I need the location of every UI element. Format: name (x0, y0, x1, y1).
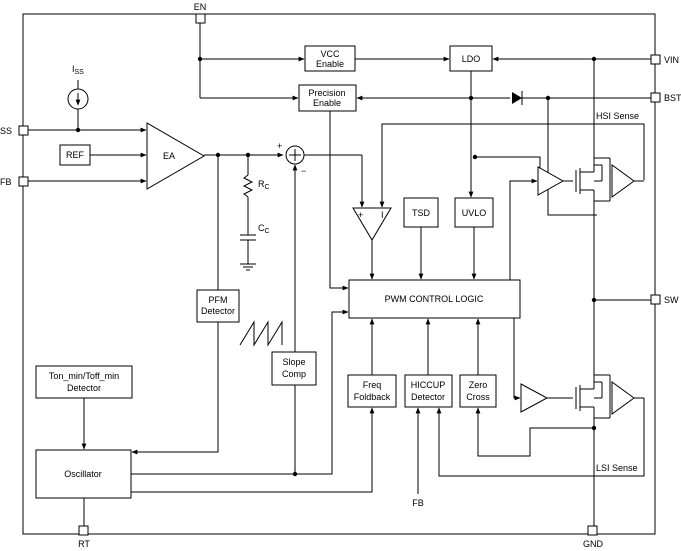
sum-plus-label: + (277, 141, 282, 151)
hiccup-detector-line1: HICCUP (411, 380, 446, 390)
ref-label: REF (66, 150, 85, 160)
sum-minus-label: − (301, 166, 306, 176)
ls-mosfet (575, 374, 611, 526)
fb-bottom-label: FB (412, 498, 424, 508)
hiccup-detector-block: HICCUP Detector (404, 374, 453, 408)
rc-label: RC (258, 179, 270, 191)
ea-amplifier: EA (146, 122, 205, 190)
zero-cross-sense-wire (475, 407, 594, 457)
pin-gnd-label: GND (583, 539, 604, 549)
pin-rt-label: RT (78, 539, 90, 549)
summing-junction: + − (277, 141, 306, 176)
pin-rt: RT (78, 525, 90, 549)
ton-toff-line2: Detector (67, 383, 101, 393)
precision-to-pwm-wire (329, 111, 349, 291)
pfm-detector-line2: Detector (201, 306, 235, 316)
uvlo-label: UVLO (462, 208, 487, 218)
sawtooth-waveform (239, 320, 283, 347)
tsd-block: TSD (403, 197, 439, 228)
iss-current-source: ISS (67, 64, 89, 130)
hiccup-detector-line2: Detector (411, 392, 445, 402)
slope-comp-line2: Comp (282, 369, 306, 379)
slope-comp-block: Slope Comp (271, 351, 317, 386)
zero-cross-line1: Zero (469, 380, 488, 390)
zero-cross-line2: Cross (466, 392, 490, 402)
ton-toff-detector-block: Ton_min/Toff_min Detector (35, 365, 133, 399)
pin-fb: FB (0, 176, 29, 187)
comp-plus-label: + (358, 210, 363, 220)
pin-ss-label: SS (0, 126, 12, 136)
osc-to-freq-wire (131, 407, 375, 493)
bootstrap-diode (512, 91, 523, 105)
pwm-control-logic-label: PWM CONTROL LOGIC (385, 294, 484, 304)
freq-foldback-block: Freq Foldback (347, 374, 397, 408)
freq-foldback-line1: Freq (363, 380, 382, 390)
rc-network: RC CC (240, 155, 270, 271)
ls-sense-amp (611, 381, 635, 415)
pfm-to-osc-wire (131, 322, 219, 455)
cc-label: CC (258, 223, 270, 235)
precision-enable-line2: Enable (313, 98, 341, 108)
oscillator-label: Oscillator (64, 469, 102, 479)
ls-driver (520, 383, 549, 413)
lsi-sense-wire (436, 398, 645, 477)
pin-en-label: EN (194, 2, 207, 12)
pin-en: EN (194, 2, 207, 24)
pin-sw-label: SW (664, 295, 679, 305)
pin-ss: SS (0, 125, 29, 136)
freq-foldback-line2: Foldback (354, 392, 391, 402)
hsi-sense-wire (379, 123, 645, 208)
pin-vin: VIN (650, 54, 679, 65)
tsd-label: TSD (412, 208, 431, 218)
lsi-sense-label: LSI Sense (596, 463, 638, 473)
ton-toff-line1: Ton_min/Toff_min (49, 371, 119, 381)
hs-mosfet (575, 157, 611, 300)
pwm-comparator: + I (352, 207, 392, 241)
ref-block: REF (59, 144, 91, 166)
precision-enable-line1: Precision (308, 88, 345, 98)
ldo-block: LDO (449, 45, 493, 72)
hs-sense-amp (611, 164, 635, 198)
pin-gnd: GND (583, 525, 604, 549)
vcc-enable-line1: VCC (320, 49, 340, 59)
pin-vin-label: VIN (664, 55, 679, 65)
oscillator-block: Oscillator (35, 449, 132, 499)
pin-bst: BST (650, 92, 681, 103)
pin-bst-label: BST (664, 93, 681, 103)
uvlo-block: UVLO (454, 197, 494, 228)
osc-to-pwm-wire (131, 309, 349, 475)
pwm-to-hs-driver-wire (509, 178, 538, 280)
ea-label: EA (163, 151, 175, 161)
ldo-to-hs-driver-wire (475, 156, 541, 171)
pin-sw: SW (650, 294, 679, 305)
comp-minus-label: I (381, 210, 384, 220)
bst-to-driver-wire (547, 98, 597, 216)
pfm-detector-line1: PFM (209, 295, 228, 305)
precision-enable-block: Precision Enable (298, 84, 357, 112)
ldo-label: LDO (462, 54, 481, 64)
zero-cross-block: Zero Cross (459, 374, 497, 408)
chip-outline (22, 13, 656, 535)
vcc-enable-block: VCC Enable (304, 45, 356, 72)
hsi-sense-label: HSI Sense (596, 111, 639, 121)
vcc-enable-line2: Enable (316, 59, 344, 69)
pin-fb-label: FB (0, 177, 12, 187)
iss-label: ISS (72, 64, 84, 76)
slope-comp-line1: Slope (282, 357, 305, 367)
hs-driver (537, 166, 565, 196)
pwm-to-ls-driver-wire (513, 318, 521, 401)
pwm-control-logic-block: PWM CONTROL LOGIC (348, 279, 521, 319)
pfm-detector-block: PFM Detector (196, 289, 240, 323)
